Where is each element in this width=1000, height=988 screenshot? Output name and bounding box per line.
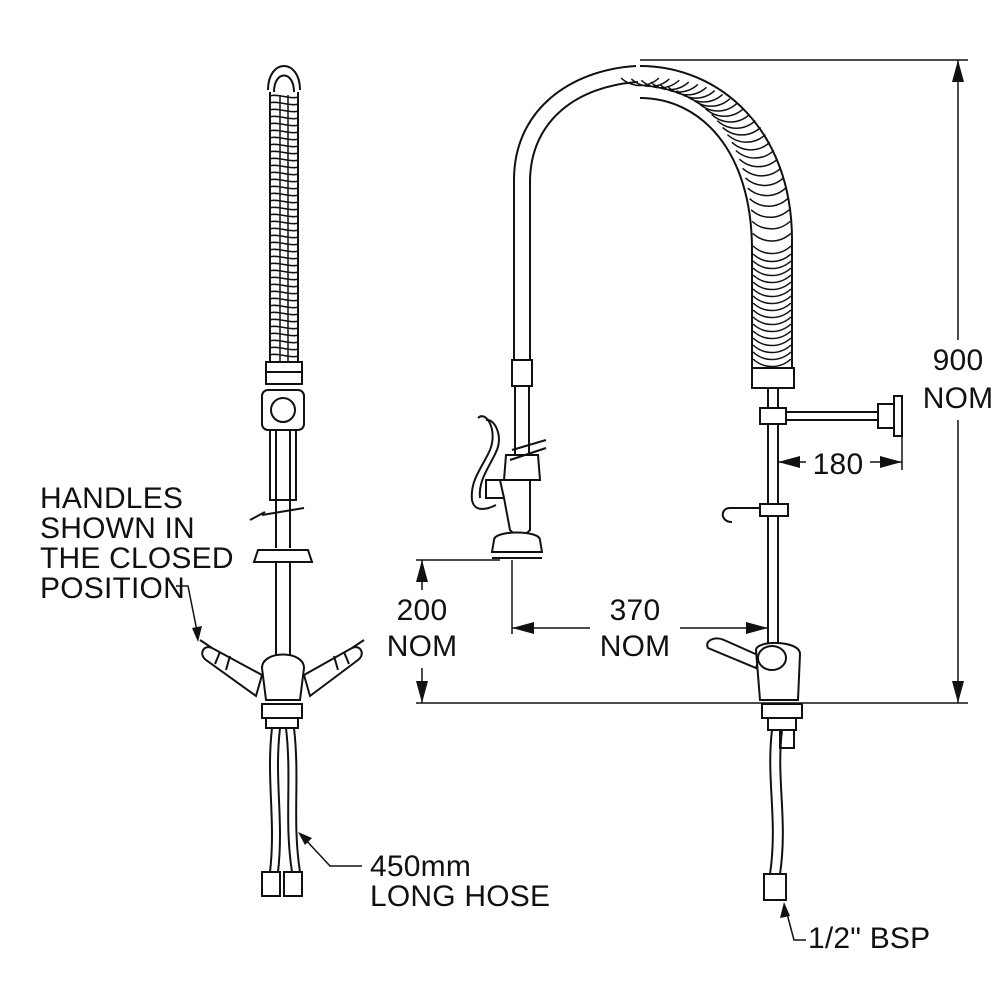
hose-note-line2: LONG HOSE [370, 880, 551, 913]
reach-dimension-value: 370 [609, 594, 661, 627]
height-dimension-unit: NOM [922, 382, 994, 415]
side-view [470, 65, 903, 901]
front-view [199, 65, 365, 897]
bsp-note: 1/2" BSP [808, 922, 931, 955]
spout-dimension-unit: NOM [386, 630, 458, 663]
handles-note-line4: POSITION [40, 572, 185, 605]
spout-dimension-value: 200 [396, 594, 448, 627]
handles-note-line2: SHOWN IN [40, 512, 195, 545]
reach-dimension-unit: NOM [599, 630, 671, 663]
hose-note-line1: 450mm [370, 850, 472, 883]
arm-dimension-value: 180 [812, 448, 864, 481]
left-leaders [176, 585, 362, 867]
front-spring [269, 92, 299, 362]
dimension-lines [416, 59, 968, 941]
height-dimension-value: 900 [932, 344, 984, 377]
handles-note-line3: THE CLOSED [40, 542, 234, 575]
handles-note-line1: HANDLES [40, 482, 184, 515]
